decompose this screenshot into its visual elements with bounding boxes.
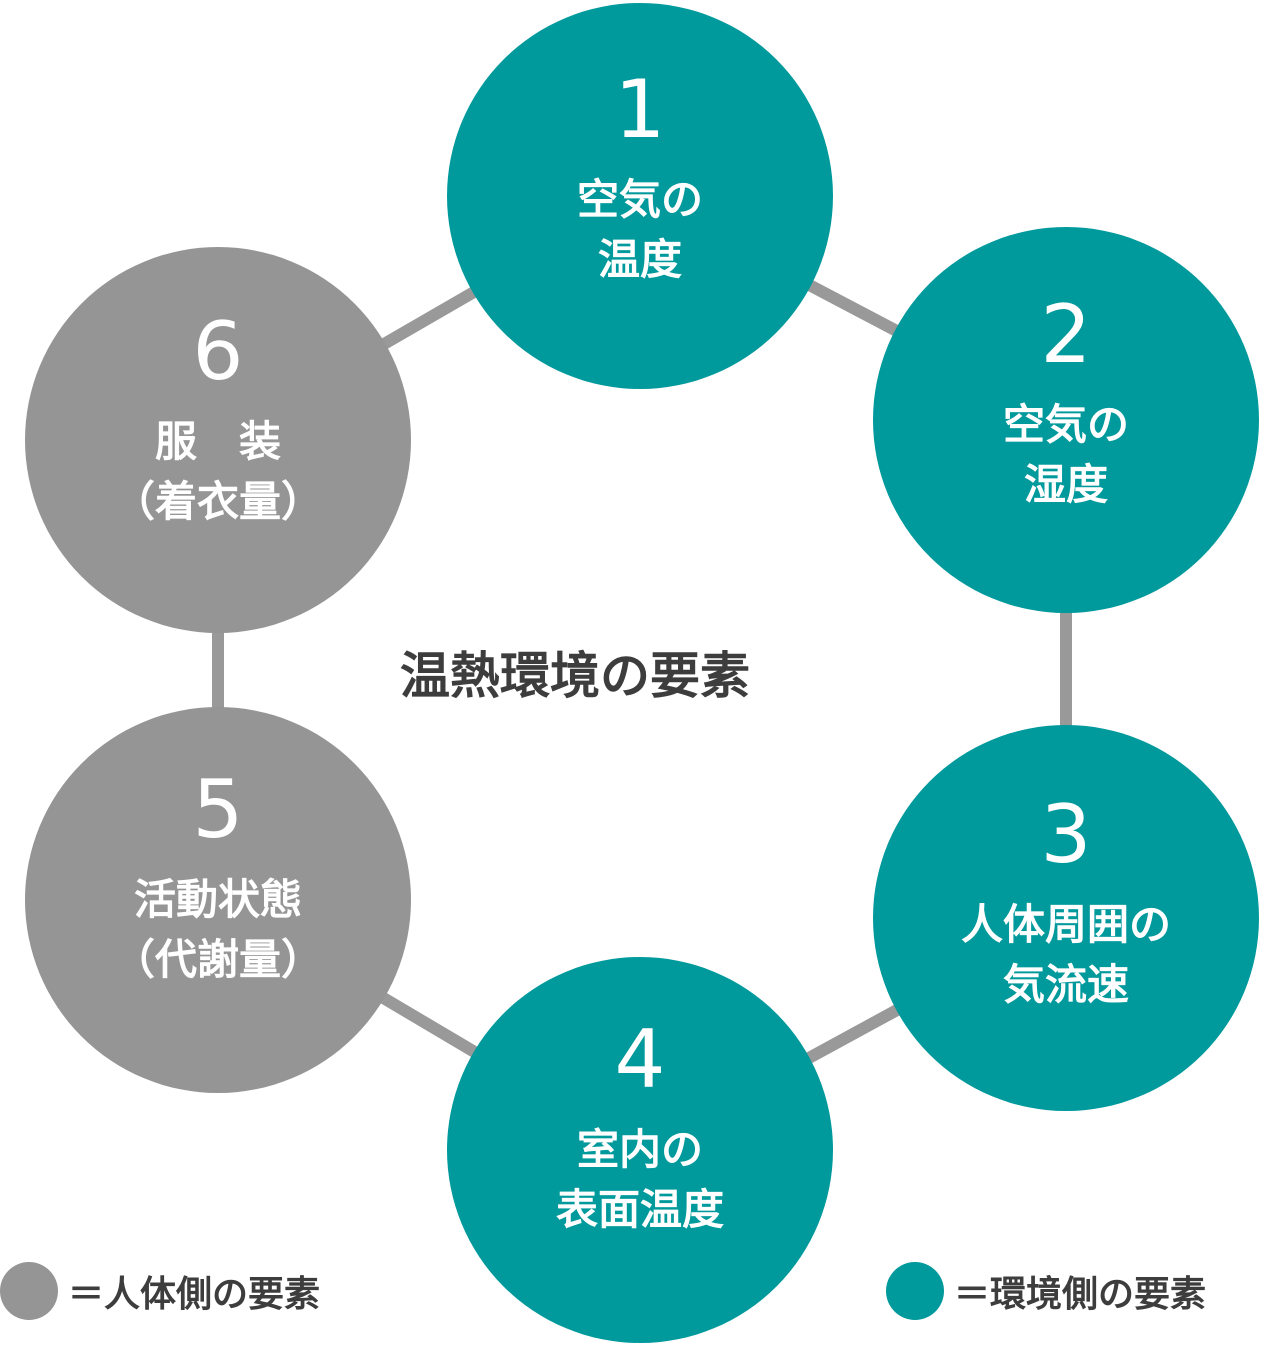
- node-label-line: 人体周囲の: [960, 900, 1171, 949]
- node-number: 5: [192, 763, 244, 856]
- node-airflow-speed: 3 人体周囲の 気流速: [873, 725, 1259, 1111]
- node-label-line: 活動状態: [133, 875, 302, 924]
- node-activity-level: 5 活動状態 （代謝量）: [25, 707, 411, 1093]
- legend-environment-label: ＝環境側の要素: [954, 1274, 1207, 1315]
- legend-human-dot: [0, 1262, 58, 1320]
- node-label-line: 室内の: [576, 1125, 703, 1174]
- legend-environment: ＝環境側の要素: [886, 1262, 1206, 1320]
- node-number: 6: [192, 305, 244, 398]
- legend-human: ＝人体側の要素: [0, 1262, 320, 1320]
- node-number: 3: [1040, 788, 1092, 881]
- legend-human-label: ＝人体側の要素: [68, 1274, 321, 1315]
- node-label-line: 服 装: [154, 417, 281, 466]
- diagram-title: 温熱環境の要素: [400, 647, 750, 705]
- node-label-line: 温度: [597, 234, 682, 284]
- node-label-line: 空気の: [576, 175, 703, 224]
- node-number: 2: [1040, 288, 1092, 381]
- node-air-humidity: 2 空気の 湿度: [873, 227, 1259, 613]
- node-clothing: 6 服 装 （着衣量）: [25, 247, 411, 633]
- node-number: 1: [614, 63, 666, 156]
- node-air-temperature: 1 空気の 温度: [447, 3, 833, 389]
- node-surface-temperature: 4 室内の 表面温度: [447, 957, 833, 1343]
- node-label-line: （代謝量）: [112, 934, 323, 984]
- node-label-line: 湿度: [1023, 459, 1108, 509]
- node-label-line: 気流速: [1002, 959, 1129, 1009]
- legend-environment-dot: [886, 1262, 944, 1320]
- node-label-line: 表面温度: [555, 1184, 724, 1234]
- node-number: 4: [614, 1013, 666, 1106]
- node-label-line: 空気の: [1002, 400, 1129, 449]
- node-label-line: （着衣量）: [112, 476, 323, 526]
